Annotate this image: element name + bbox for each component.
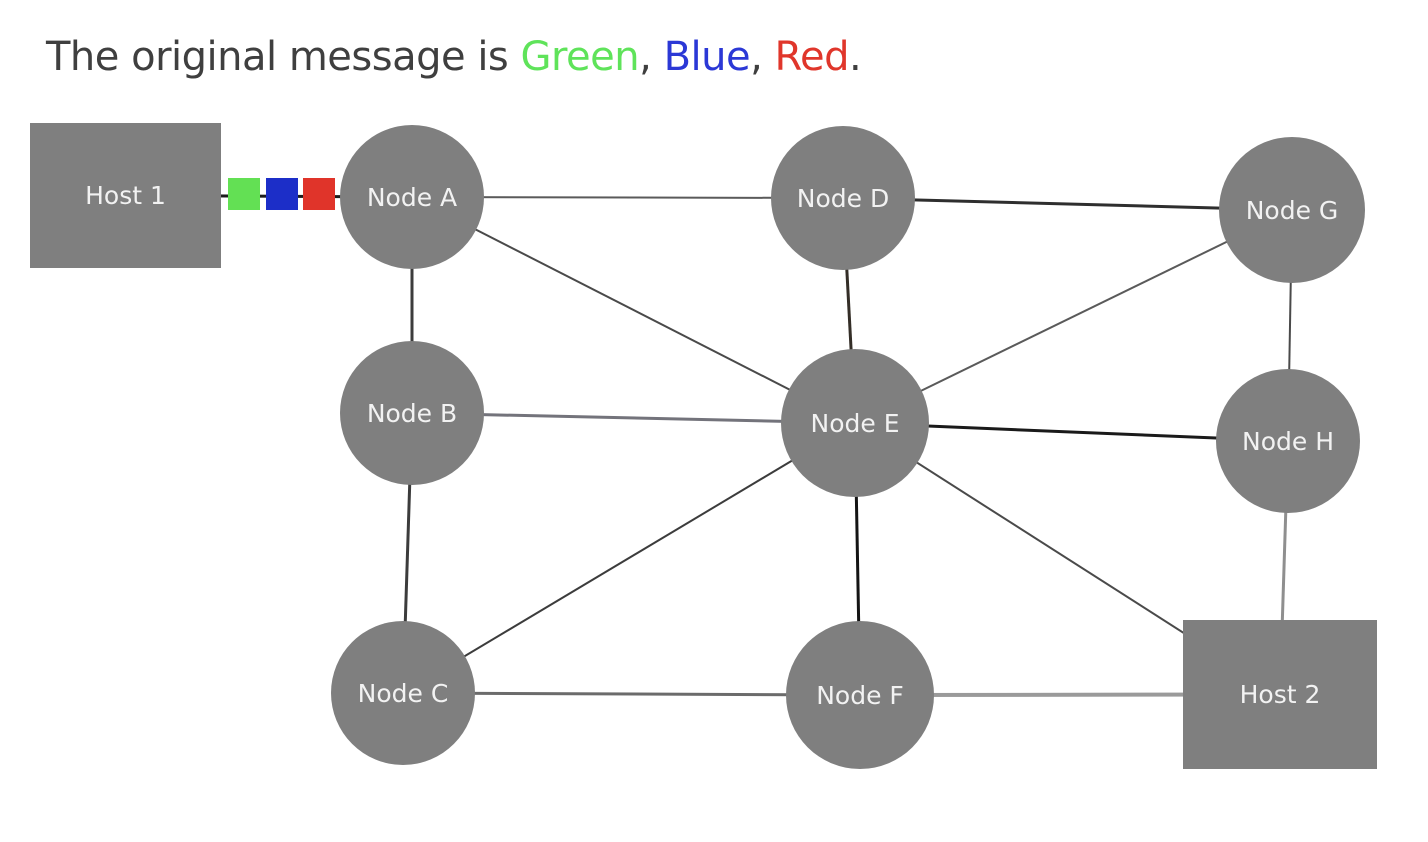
title-segment: Green (520, 34, 640, 80)
node-b: Node B (340, 341, 484, 485)
node-label: Node C (357, 678, 449, 708)
packet-red (303, 178, 335, 210)
edge-E-C (402, 422, 856, 694)
node-e: Node E (781, 349, 929, 497)
node-g: Node G (1219, 137, 1365, 283)
node-label: Node A (366, 182, 458, 212)
title-segment: , (750, 34, 775, 80)
node-h: Node H (1216, 369, 1360, 513)
edge-E-G (854, 209, 1293, 424)
node-label: Node B (366, 398, 458, 428)
node-label: Host 1 (85, 181, 166, 210)
edge-A-E (411, 196, 856, 424)
title-segment: Red (774, 34, 850, 80)
title-segment: , (639, 34, 664, 80)
node-a: Node A (340, 125, 484, 269)
title-text: The original message is Green, Blue, Red… (46, 34, 862, 80)
edge-D-G (842, 196, 1293, 212)
node-c: Node C (331, 621, 475, 765)
node-f: Node F (786, 621, 934, 769)
title-segment: Blue (663, 34, 751, 80)
edge-C-F (402, 691, 861, 697)
node-d: Node D (771, 126, 915, 270)
host-1: Host 1 (30, 123, 221, 268)
title-segment: The original message is (46, 34, 521, 80)
node-label: Node H (1242, 426, 1334, 456)
node-label: Node G (1245, 195, 1339, 225)
node-label: Node F (816, 680, 904, 710)
host-2: Host 2 (1183, 620, 1377, 769)
packet-blue (266, 178, 298, 210)
packet-green (228, 178, 260, 210)
node-label: Node D (796, 183, 890, 213)
node-label: Host 2 (1239, 680, 1321, 709)
title-segment: . (849, 34, 862, 80)
node-label: Node E (810, 408, 900, 438)
